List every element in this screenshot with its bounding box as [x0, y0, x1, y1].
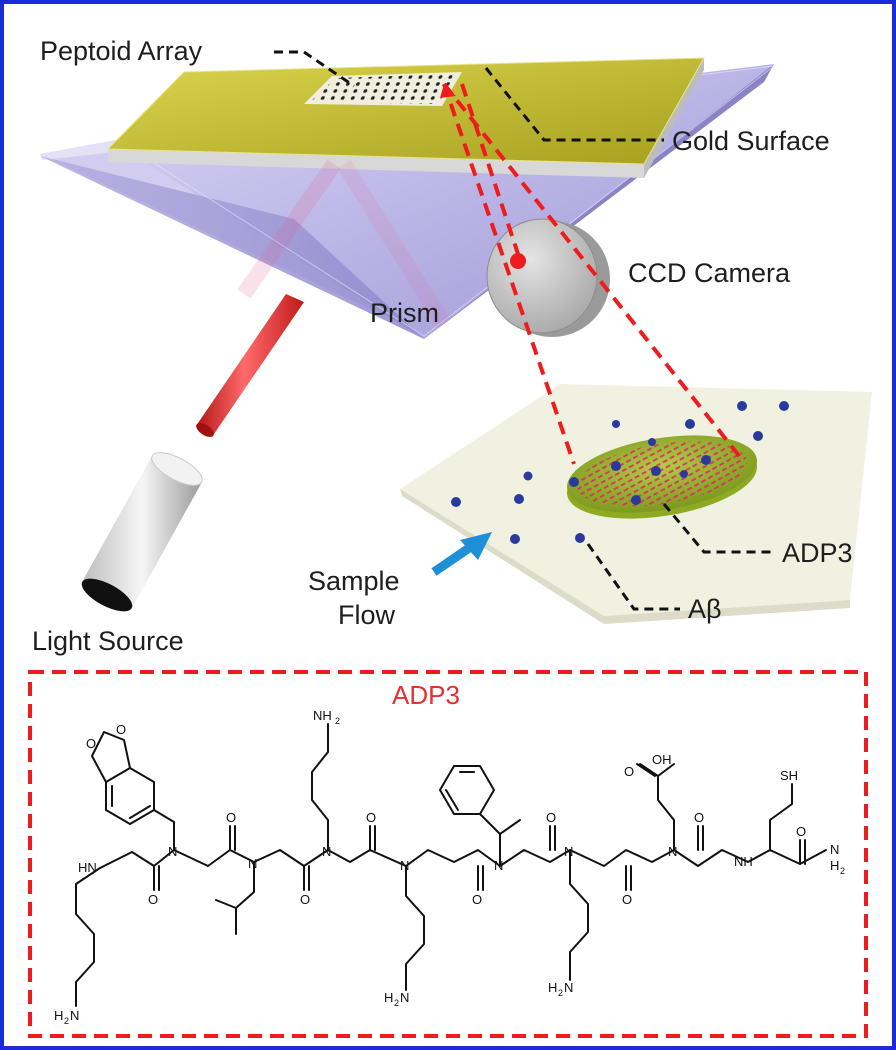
sample-flow-arrow — [431, 532, 492, 576]
label-peptoid-array: Peptoid Array — [40, 36, 203, 66]
imaging-beam-lines — [440, 82, 746, 465]
atom-nh2-top: NH — [313, 708, 332, 723]
atom-c-terminal-h-sub: 2 — [840, 866, 845, 876]
abeta-molecules — [451, 401, 789, 544]
atom-o-dioxole-2: O — [116, 722, 126, 737]
atom-amine-1-sub: 2 — [64, 1016, 69, 1026]
gold-surface — [106, 57, 705, 178]
label-sample: Sample — [308, 566, 400, 596]
atom-amine-2-n: N — [400, 990, 409, 1005]
atom-nh: NH — [734, 854, 753, 869]
reflected-beam-glow — [337, 159, 451, 329]
atom-o-7: O — [622, 892, 632, 907]
ccd-camera — [486, 218, 610, 337]
atom-o-5: O — [472, 892, 482, 907]
label-gold-surface: Gold Surface — [672, 126, 830, 156]
atom-o-9: O — [796, 824, 806, 839]
label-ccd-camera: CCD Camera — [628, 258, 791, 288]
leader-lines — [274, 50, 772, 611]
atom-n-4: N — [400, 858, 409, 873]
label-flow: Flow — [338, 600, 396, 630]
atom-o-6: O — [546, 810, 556, 825]
atom-o-3: O — [300, 892, 310, 907]
adp3-structure — [75, 723, 827, 1007]
label-prism: Prism — [370, 298, 439, 328]
atom-c-terminal-h: H — [830, 858, 839, 873]
atom-n-5: N — [494, 858, 503, 873]
label-adp3: ADP3 — [782, 538, 853, 568]
atom-n-7: N — [668, 844, 677, 859]
atom-o-1: O — [148, 892, 158, 907]
atom-amine-3-n: N — [564, 980, 573, 995]
atom-nh2-top-sub: 2 — [335, 716, 340, 726]
atom-c-terminal-n: N — [830, 842, 839, 857]
structure-box — [28, 670, 868, 1038]
atom-n-6: N — [564, 844, 573, 859]
atom-sh: SH — [780, 768, 798, 783]
label-light-source: Light Source — [32, 626, 184, 656]
atom-o-carboxyl: O — [624, 764, 634, 779]
atom-amine-1-n: N — [70, 1008, 79, 1023]
atom-o-2: O — [226, 810, 236, 825]
atom-o-4: O — [366, 810, 376, 825]
light-source — [81, 452, 203, 612]
atom-o-dioxole-1: O — [86, 736, 96, 751]
label-abeta: Aβ — [688, 594, 722, 624]
spr-setup-diagram: Peptoid Array Gold Surface CCD Camera Pr… — [28, 36, 872, 1038]
atom-n-2: N — [248, 856, 257, 871]
structure-title: ADP3 — [392, 680, 460, 710]
atom-hn-left: HN — [78, 860, 97, 875]
laser-beam — [196, 294, 304, 437]
atom-amine-2-h: H — [384, 990, 393, 1005]
atom-amine-2-sub: 2 — [394, 998, 399, 1008]
atom-oh: OH — [652, 752, 672, 767]
atom-amine-3-h: H — [548, 980, 557, 995]
incident-beam-glow — [237, 159, 341, 299]
atom-n-1: N — [168, 844, 177, 859]
atom-amine-3-sub: 2 — [558, 988, 563, 998]
atom-o-8: O — [694, 810, 704, 825]
atom-amine-1-h: H — [54, 1008, 63, 1023]
atom-n-3: N — [322, 844, 331, 859]
